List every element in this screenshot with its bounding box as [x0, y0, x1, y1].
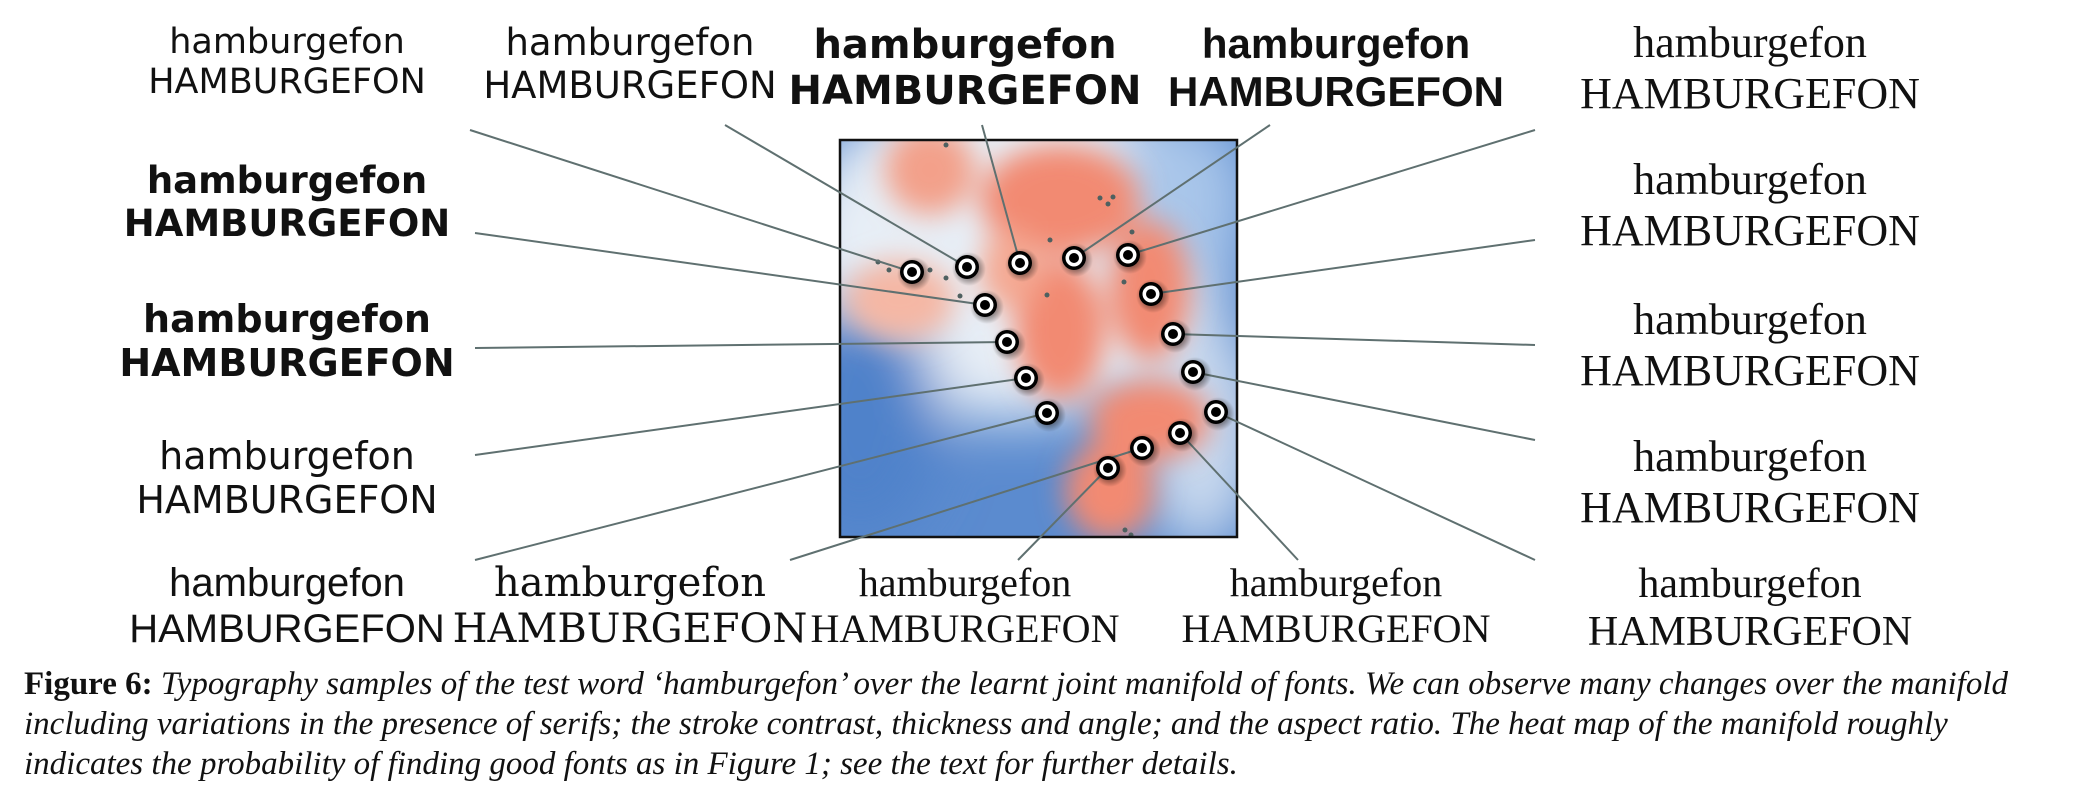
sample-uppercase: HAMBURGEFON: [1580, 68, 1920, 118]
sample-uppercase: HAMBURGEFON: [1580, 345, 1920, 395]
manifold-sample-marker: [1059, 243, 1093, 277]
sample-lowercase: hamburgefon: [1633, 295, 1867, 344]
sample-uppercase: HAMBURGEFON: [452, 606, 808, 652]
sample-lowercase: hamburgefon: [146, 159, 428, 202]
leader-line: [1127, 129, 1536, 256]
leader-line: [1017, 467, 1109, 561]
manifold-sample-marker: [1005, 248, 1039, 282]
leader-line: [1073, 124, 1271, 259]
sample-lowercase: hamburgefon: [143, 297, 431, 341]
heat-map-frame: [838, 138, 1239, 539]
manifold-plot: [469, 124, 1536, 561]
leader-line: [724, 124, 968, 268]
manifold-sample-marker: [1032, 398, 1066, 432]
manifold-sample-marker: [1113, 240, 1147, 274]
leader-line: [474, 412, 1048, 561]
sample-lowercase: hamburgefon: [1633, 432, 1867, 481]
sample-uppercase: HAMBURGEFON: [1580, 482, 1920, 532]
caption-text: Typography samples of the test word ‘ham…: [24, 666, 2009, 782]
sample-lowercase: hamburgefon: [169, 22, 405, 62]
leader-line: [1215, 411, 1536, 561]
heat-map: [840, 140, 1237, 537]
leader-line: [789, 447, 1143, 561]
sample-uppercase: HAMBURGEFON: [136, 477, 438, 522]
manifold-sample-marker: [1165, 418, 1199, 452]
leader-line: [1150, 239, 1536, 295]
sample-lowercase: hamburgefon: [494, 560, 766, 606]
manifold-sample-marker: [970, 290, 1004, 324]
manifold-sample-marker: [1011, 363, 1045, 397]
sample-lowercase: hamburgefon: [1229, 560, 1443, 605]
manifold-sample-marker: [952, 252, 986, 286]
sample-lowercase: hamburgefon: [169, 561, 405, 605]
leader-line: [469, 129, 913, 273]
sample-lowercase: hamburgefon: [1633, 155, 1867, 204]
sample-uppercase: HAMBURGEFON: [1587, 609, 1913, 656]
manifold-sample-marker: [1127, 433, 1161, 467]
leader-line: [474, 232, 986, 306]
manifold-sample-marker: [1158, 319, 1192, 353]
manifold-sample-marker: [1136, 279, 1170, 313]
sample-uppercase: HAMBURGEFON: [1580, 205, 1920, 255]
manifold-sample-marker: [1178, 357, 1212, 391]
sample-lowercase: hamburgefon: [1201, 20, 1471, 67]
leader-line: [474, 341, 1008, 349]
sample-lowercase: hamburgefon: [1638, 561, 1862, 607]
sample-lowercase: hamburgefon: [813, 22, 1117, 68]
sample-uppercase: HAMBURGEFON: [810, 606, 1120, 651]
manifold-sample-marker: [897, 257, 931, 291]
sample-uppercase: HAMBURGEFON: [483, 63, 777, 107]
sample-uppercase: HAMBURGEFON: [1181, 606, 1491, 651]
sample-uppercase: HAMBURGEFON: [129, 607, 445, 651]
leader-line: [981, 124, 1021, 264]
sample-lowercase: hamburgefon: [858, 560, 1072, 605]
sample-uppercase: HAMBURGEFON: [119, 340, 455, 385]
figure-label: Figure 6:: [24, 666, 153, 702]
leader-line: [1172, 333, 1536, 346]
sample-uppercase: HAMBURGEFON: [788, 68, 1142, 114]
sample-uppercase: HAMBURGEFON: [123, 201, 451, 245]
sample-uppercase: HAMBURGEFON: [1168, 68, 1504, 116]
leader-line: [1192, 371, 1536, 441]
manifold-sample-marker: [1201, 397, 1235, 431]
leader-line: [1179, 432, 1299, 561]
sample-uppercase: HAMBURGEFON: [148, 62, 426, 103]
figure-caption: Figure 6: Typography samples of the test…: [24, 664, 2054, 784]
leader-line: [474, 377, 1027, 456]
manifold-sample-marker: [1093, 453, 1127, 487]
sample-lowercase: hamburgefon: [505, 21, 755, 64]
manifold-sample-marker: [992, 327, 1026, 361]
sample-lowercase: hamburgefon: [159, 434, 415, 478]
sample-lowercase: hamburgefon: [1633, 18, 1867, 67]
